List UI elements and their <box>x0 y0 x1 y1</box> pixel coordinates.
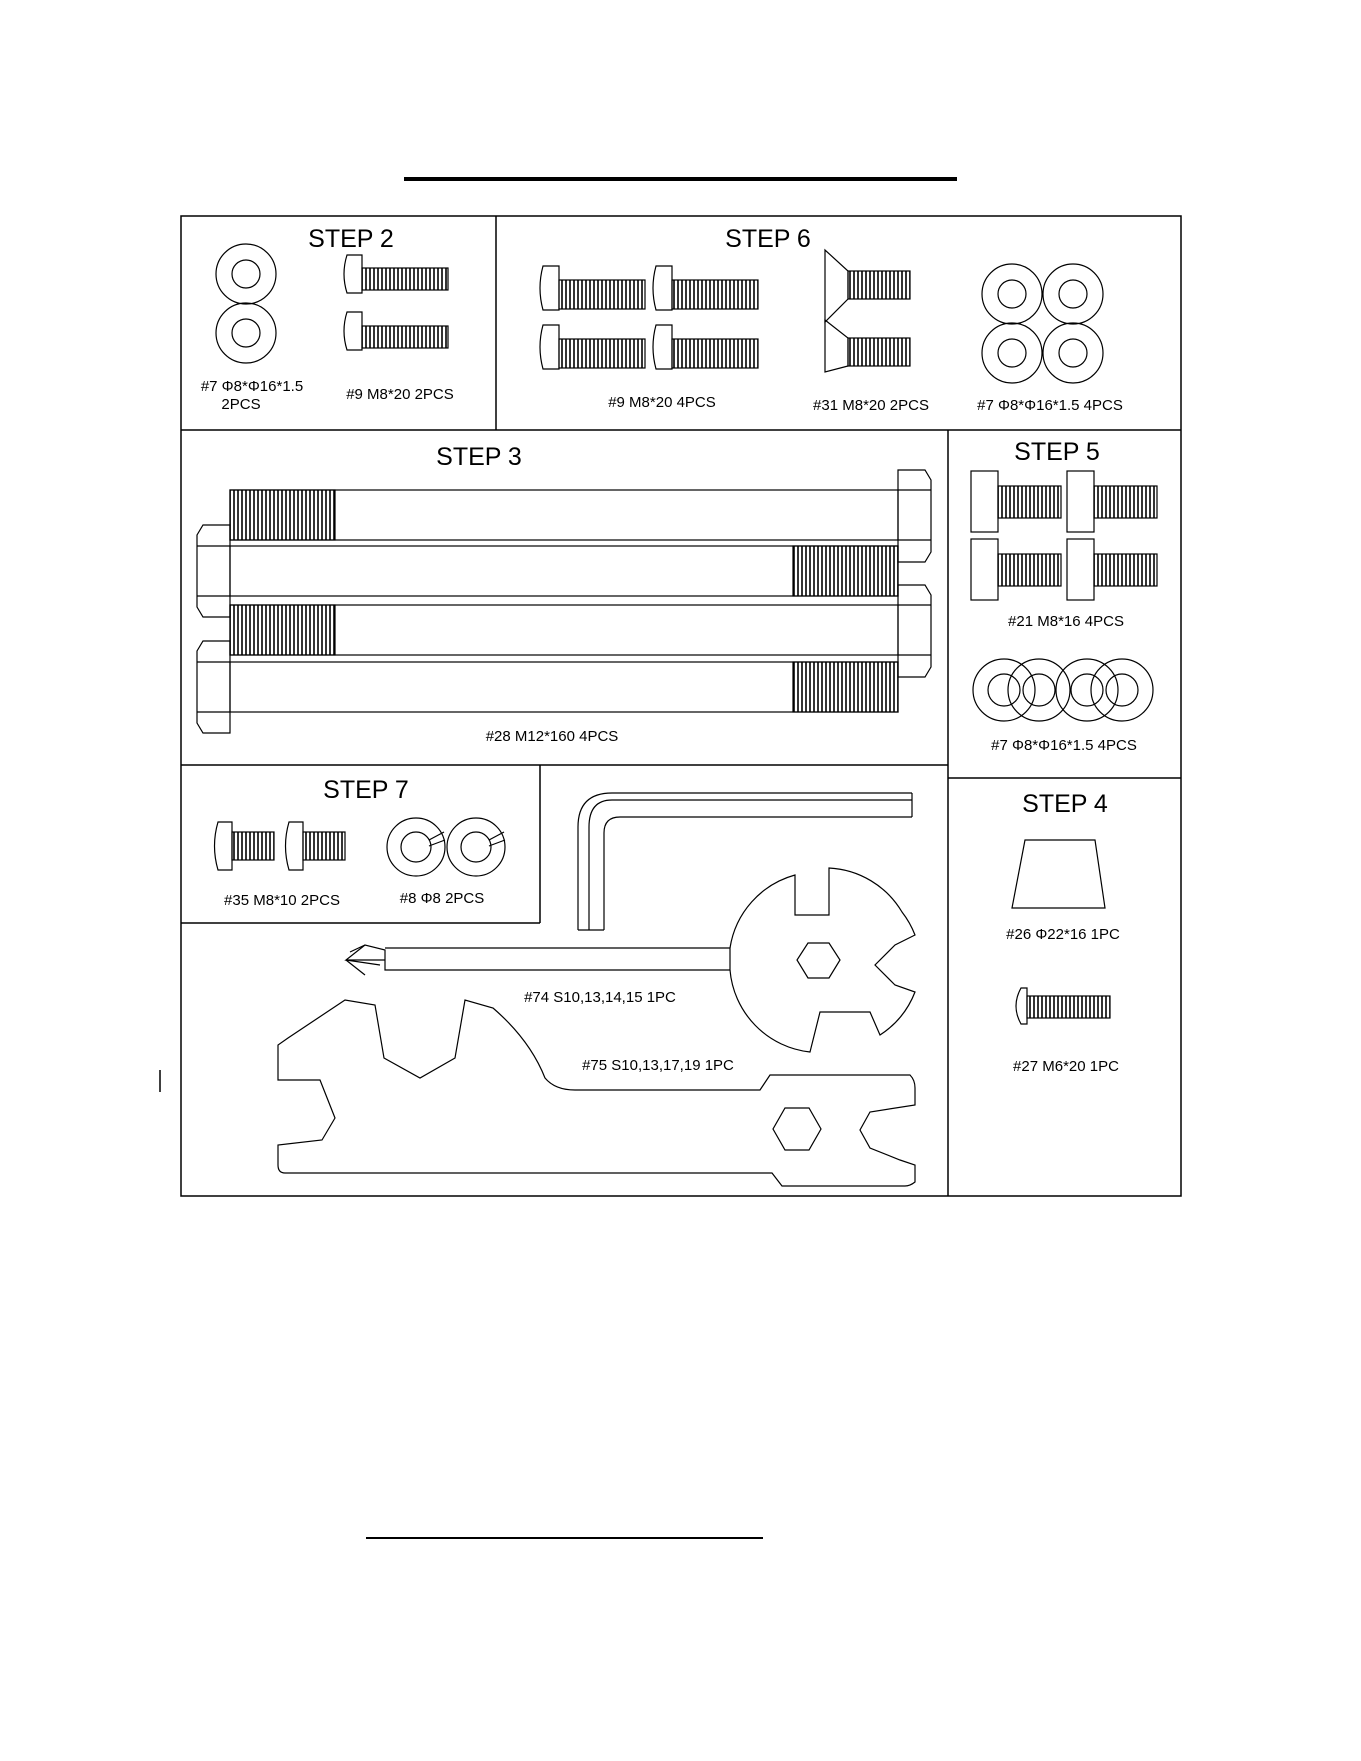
step-7-spring-washer-label: #8 Φ8 2PCS <box>400 890 485 907</box>
flat-wrench-icon <box>278 1000 915 1186</box>
step-2-title: STEP 2 <box>308 225 394 253</box>
step-7-bolt-label: #35 M8*10 2PCS <box>224 892 340 909</box>
cell-step-4: STEP 4 #26 Φ22*16 1PC #27 M6*20 1PC <box>1006 790 1120 1075</box>
step-4-screw-label: #27 M6*20 1PC <box>1013 1058 1119 1075</box>
step-5-washer-label: #7 Φ8*Φ16*1.5 4PCS <box>991 737 1137 754</box>
cell-step-5: STEP 5 #21 M8*16 4PCS #7 Φ8*Φ16*1.5 4PCS <box>971 438 1157 754</box>
step-6-washer-label: #7 Φ8*Φ16*1.5 4PCS <box>977 397 1123 414</box>
step-2-bolt-label: #9 M8*20 2PCS <box>346 386 454 403</box>
cell-step-7: STEP 7 #35 M8*10 2PCS #8 Φ8 2PCS <box>215 776 506 909</box>
step-6-countersunk-label: #31 M8*20 2PCS <box>813 397 929 414</box>
step-4-cap-label: #26 Φ22*16 1PC <box>1006 926 1120 943</box>
hex-bolt-icon <box>971 471 1157 600</box>
step-6-title: STEP 6 <box>725 225 811 253</box>
button-head-bolt-icon <box>344 255 448 350</box>
step-7-title: STEP 7 <box>323 776 409 804</box>
phillips-screw-icon <box>1016 988 1110 1024</box>
washer-icon <box>216 244 276 363</box>
step-3-title: STEP 3 <box>436 443 522 471</box>
step-2-washer-qty: 2PCS <box>221 396 260 413</box>
cell-step-3: STEP 3 #28 M12*160 4PCS <box>197 443 931 745</box>
multi-wrench-label: #74 S10,13,14,15 1PC <box>524 989 676 1006</box>
step-3-bolt-label: #28 M12*160 4PCS <box>486 728 619 745</box>
button-head-bolt-icon <box>540 266 758 369</box>
flat-wrench-label: #75 S10,13,17,19 1PC <box>582 1057 734 1074</box>
spring-washer-icon <box>387 818 505 876</box>
cell-tools: #74 S10,13,14,15 1PC #75 S10,13,17,19 1P… <box>278 793 915 1186</box>
cell-step-6: STEP 6 #9 M8*20 4PCS #31 M8*20 2PCS #7 Φ… <box>540 225 1123 414</box>
hex-bolt-icon <box>197 470 931 733</box>
step-5-bolt-label: #21 M8*16 4PCS <box>1008 613 1124 630</box>
washer-icon <box>982 264 1103 383</box>
cell-step-2: STEP 2 #7 Φ8*Φ16*1.5 2PCS #9 M8*20 2PCS <box>201 225 454 413</box>
conical-cap-icon <box>1012 840 1105 908</box>
step-5-title: STEP 5 <box>1014 438 1100 466</box>
step-2-washer-label: #7 Φ8*Φ16*1.5 <box>201 378 303 395</box>
button-head-bolt-icon <box>215 822 346 870</box>
step-6-bolt-label: #9 M8*20 4PCS <box>608 394 716 411</box>
step-4-title: STEP 4 <box>1022 790 1108 818</box>
countersunk-bolt-icon <box>825 250 910 372</box>
washer-icon <box>973 659 1153 721</box>
